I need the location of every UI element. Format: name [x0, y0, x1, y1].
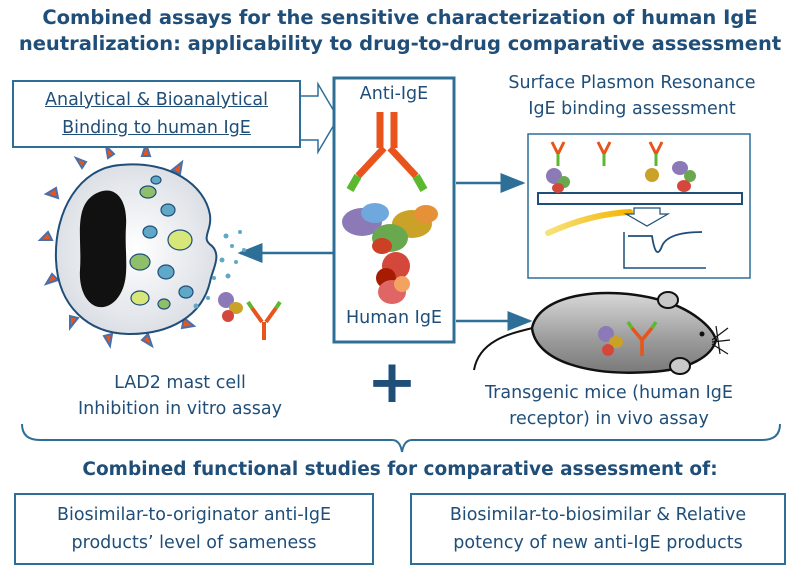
bottom-right-box: Biosimilar-to-biosimilar & Relative pote… — [410, 493, 786, 565]
mouse-icon — [473, 291, 731, 375]
mouse-antibody-icon — [598, 321, 658, 356]
mice-label-line-1: Transgenic mice (human IgE — [485, 383, 733, 403]
spr-label-line-2: IgE binding assessment — [528, 99, 736, 119]
grouping-bracket — [21, 423, 781, 453]
mast-cell-icon — [37, 140, 282, 349]
human-ige-label: Human IgE — [345, 308, 442, 328]
bottom-left-line-1: Biosimilar-to-originator anti-IgE — [56, 505, 332, 525]
spr-panel — [527, 133, 751, 279]
spr-antibody-icon — [596, 141, 612, 166]
bottom-right-line-1: Biosimilar-to-biosimilar & Relative — [449, 505, 747, 525]
analytical-line-1: Analytical & Bioanalytical — [45, 90, 268, 110]
cell-antibody-icon — [218, 292, 282, 340]
hollow-arrow-icon — [299, 81, 339, 155]
spr-ige-icon — [672, 161, 696, 192]
mice-label-line-2: receptor) in vivo assay — [509, 409, 709, 429]
page-title-line-2: neutralization: applicability to drug-to… — [18, 32, 782, 55]
spr-label-line-1: Surface Plasmon Resonance — [508, 73, 756, 93]
mast-cell-label-line-1: LAD2 mast cell — [114, 373, 246, 393]
analytical-line-2: Binding to human IgE — [62, 118, 251, 138]
bottom-left-line-2: products’ level of sameness — [71, 533, 317, 553]
combined-heading: Combined functional studies for comparat… — [82, 459, 718, 480]
spr-antibody-icon — [645, 141, 664, 182]
spr-antibody-icon — [546, 141, 570, 193]
human-ige-molecule-icon — [342, 203, 438, 304]
mast-cell-label-line-2: Inhibition in vitro assay — [78, 399, 282, 419]
bottom-right-line-2: potency of new anti-IgE products — [453, 533, 743, 553]
analytical-box: Analytical & Bioanalytical Binding to hu… — [12, 80, 301, 148]
bottom-left-box: Biosimilar-to-originator anti-IgE produc… — [14, 493, 374, 565]
anti-ige-antibody-icon — [346, 112, 428, 192]
plus-sign: + — [366, 347, 418, 417]
page-title-line-1: Combined assays for the sensitive charac… — [42, 6, 758, 29]
anti-ige-label: Anti-IgE — [359, 84, 429, 104]
